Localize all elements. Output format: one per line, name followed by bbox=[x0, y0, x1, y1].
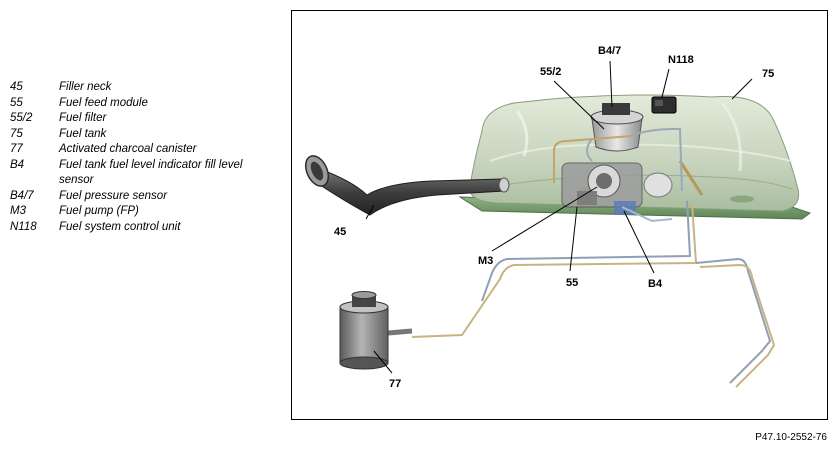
filler-neck bbox=[304, 155, 510, 216]
legend-desc: Fuel filter bbox=[59, 112, 107, 124]
callout-77: 77 bbox=[389, 378, 402, 390]
callout-b4-7: B4/7 bbox=[598, 45, 622, 57]
legend-desc: Fuel pressure sensor bbox=[59, 189, 168, 202]
legend-code: 45 bbox=[10, 81, 23, 93]
callout-45: 45 bbox=[334, 226, 347, 238]
legend-item-45: 45 Filler neck bbox=[10, 80, 280, 96]
legend: 45 Filler neck 55 Fuel feed module 55/2 … bbox=[10, 80, 280, 235]
fuel-lines bbox=[387, 200, 776, 388]
figure-reference-code: P47.10-2552-76 bbox=[755, 432, 827, 443]
legend-code: B4 bbox=[10, 158, 25, 171]
callout-55: 55 bbox=[566, 277, 579, 289]
fuel-feed-module bbox=[561, 162, 643, 208]
legend-desc: Fuel feed module bbox=[59, 96, 148, 109]
callout-75: 75 bbox=[762, 68, 775, 80]
legend-code: 55/2 bbox=[10, 112, 33, 124]
legend-code: 55 bbox=[10, 96, 23, 109]
legend-code: N118 bbox=[10, 220, 37, 233]
legend-desc: Fuel tank bbox=[59, 127, 107, 140]
legend-code: M3 bbox=[10, 205, 26, 217]
fuel-filter bbox=[590, 103, 644, 152]
legend-desc: Fuel tank fuel level indicator fill leve… bbox=[59, 158, 243, 187]
legend-item-55: 55 Fuel feed module bbox=[10, 96, 280, 112]
activated-charcoal-canister bbox=[339, 291, 389, 370]
legend-code: 77 bbox=[10, 143, 23, 155]
legend-item-b4-7: B4/7 Fuel pressure sensor bbox=[10, 189, 280, 205]
legend-item-75: 75 Fuel tank bbox=[10, 127, 280, 143]
callout-n118: N118 bbox=[668, 54, 694, 66]
fuel-system-illustration bbox=[304, 60, 812, 388]
legend-code: B4/7 bbox=[10, 189, 34, 202]
internal-lines bbox=[553, 128, 683, 223]
fuel-system-control-unit bbox=[651, 96, 677, 114]
legend-desc: Fuel system control unit bbox=[59, 220, 181, 233]
leader-lines bbox=[365, 60, 753, 374]
legend-item-55-2: 55/2 Fuel filter bbox=[10, 111, 280, 127]
callout-b4: B4 bbox=[648, 278, 663, 290]
legend-desc: Filler neck bbox=[59, 81, 112, 93]
callout-m3: M3 bbox=[478, 255, 494, 267]
legend-item-m3: M3 Fuel pump (FP) bbox=[10, 204, 280, 220]
legend-desc: Activated charcoal canister bbox=[59, 143, 197, 155]
legend-item-77: 77 Activated charcoal canister bbox=[10, 142, 280, 158]
legend-desc: Fuel pump (FP) bbox=[59, 205, 139, 217]
legend-item-b4: B4 Fuel tank fuel level indicator fill l… bbox=[10, 158, 280, 189]
legend-item-n118: N118 Fuel system control unit bbox=[10, 220, 280, 236]
callout-55-2: 55/2 bbox=[540, 66, 562, 78]
legend-code: 75 bbox=[10, 127, 23, 140]
figure-frame: B4/7 N118 55/2 75 45 M3 55 B4 77 bbox=[291, 10, 828, 420]
